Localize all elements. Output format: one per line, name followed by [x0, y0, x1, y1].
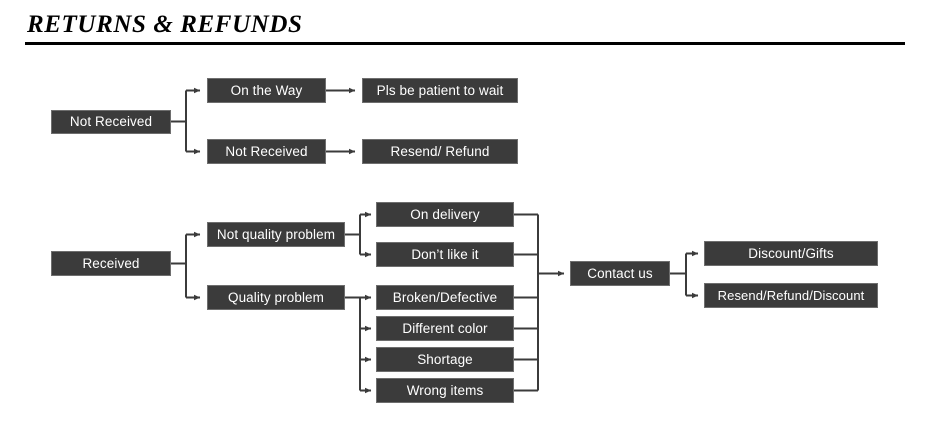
node-label: Discount/Gifts [748, 245, 834, 261]
node-label: Resend/Refund/Discount [717, 288, 865, 303]
node-pls-be-patient-to-wait[interactable]: Pls be patient to wait [362, 78, 518, 103]
node-on-the-way[interactable]: On the Way [207, 78, 326, 103]
node-label: Contact us [587, 265, 653, 281]
node-label: Resend/ Refund [390, 143, 490, 159]
node-label: Not quality problem [216, 226, 336, 242]
node-label: Different color [402, 320, 488, 336]
node-dont-like-it[interactable]: Don’t like it [376, 242, 514, 267]
title-divider [25, 42, 905, 45]
node-broken-defective[interactable]: Broken/Defective [376, 285, 514, 310]
node-received-root[interactable]: Received [51, 251, 171, 276]
node-label: On delivery [410, 206, 480, 222]
node-contact-us[interactable]: Contact us [570, 261, 670, 286]
node-label: Broken/Defective [392, 289, 498, 305]
page-title: RETURNS & REFUNDS [27, 11, 303, 38]
node-resend-refund-discount[interactable]: Resend/Refund/Discount [704, 283, 878, 308]
node-not-quality-problem[interactable]: Not quality problem [207, 222, 345, 247]
node-label: Quality problem [227, 289, 325, 305]
node-label: On the Way [230, 82, 303, 98]
node-label: Not Received [225, 143, 308, 159]
node-label: Not Received [69, 114, 153, 130]
node-label: Pls be patient to wait [376, 82, 504, 98]
node-label: Received [82, 255, 140, 271]
node-not-received-child[interactable]: Not Received [207, 139, 326, 164]
node-different-color[interactable]: Different color [376, 316, 514, 341]
node-wrong-items[interactable]: Wrong items [376, 378, 514, 403]
node-label: Don’t like it [411, 246, 479, 262]
node-not-received-root[interactable]: Not Received [51, 110, 171, 134]
node-shortage[interactable]: Shortage [376, 347, 514, 372]
node-label: Shortage [417, 351, 473, 367]
node-on-delivery[interactable]: On delivery [376, 202, 514, 227]
node-quality-problem[interactable]: Quality problem [207, 285, 345, 310]
node-label: Wrong items [406, 382, 484, 398]
node-resend-refund[interactable]: Resend/ Refund [362, 139, 518, 164]
page-header: RETURNS & REFUNDS [0, 0, 930, 50]
node-discount-gifts[interactable]: Discount/Gifts [704, 241, 878, 266]
